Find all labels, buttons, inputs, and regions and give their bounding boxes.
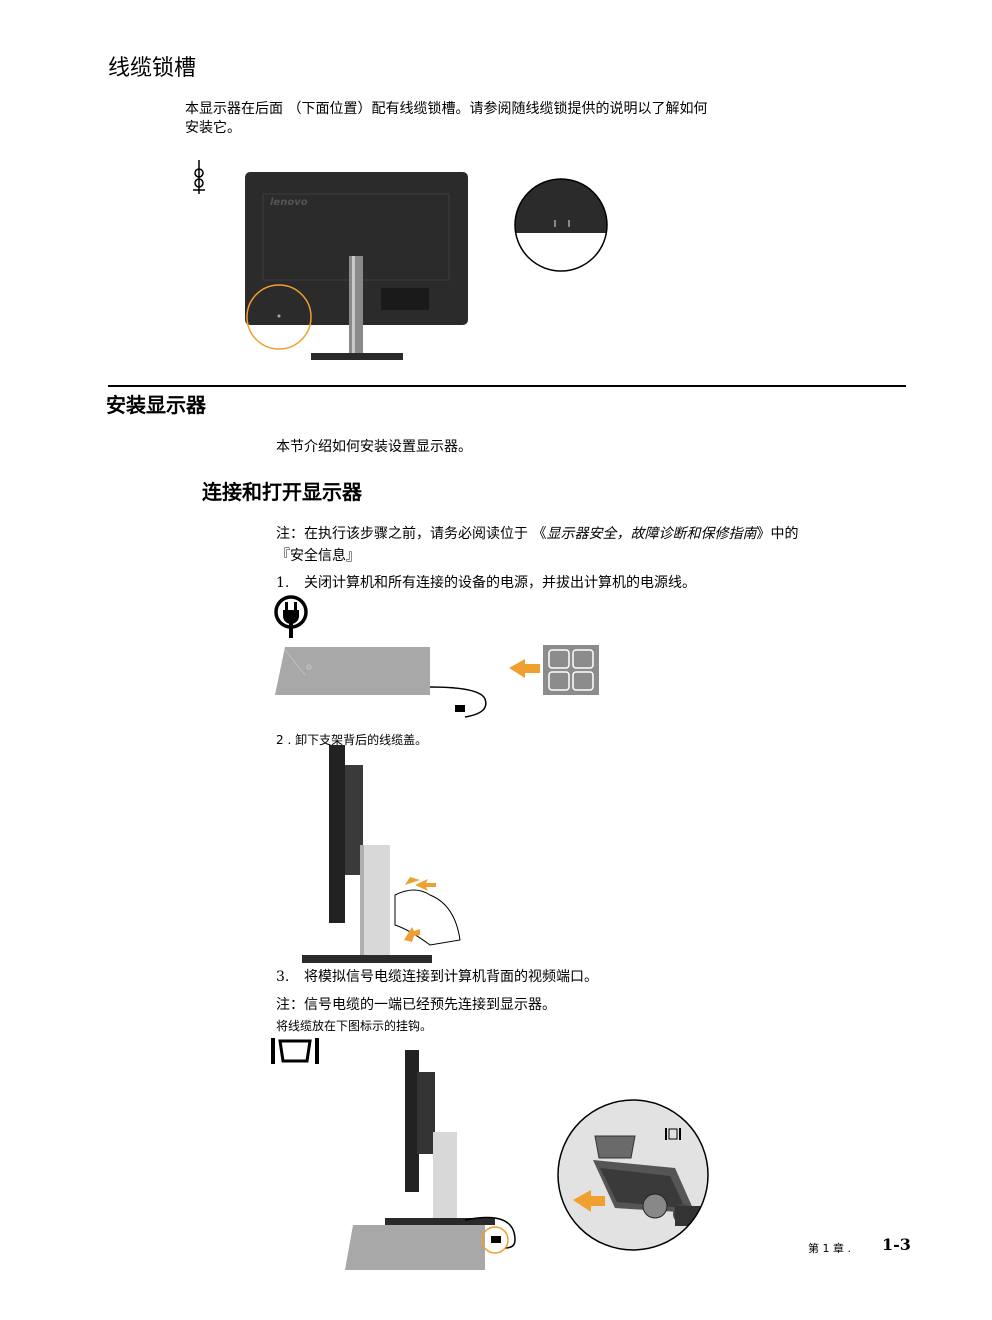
step-1-number: 1. — [276, 575, 290, 591]
safety-guide-title: 显示器安全，故障诊断和保修指南 — [546, 526, 757, 542]
step-1-text: 关闭计算机和所有连接的设备的电源，并拔出计算机的电源线。 — [304, 575, 696, 591]
step-3: 3. 将模拟信号电缆连接到计算机背面的视频端口。 — [276, 966, 598, 986]
step-3-text: 将模拟信号电缆连接到计算机背面的视频端口。 — [304, 969, 598, 985]
section-divider — [108, 385, 906, 387]
vga-port-icon — [271, 1038, 319, 1064]
lock-slot-zoom-illustration — [514, 178, 608, 272]
brand-logo: lenovo — [270, 197, 308, 208]
step-2-text: 2 . 卸下支架背后的线缆盖。 — [276, 733, 428, 747]
safety-info-label: 『安全信息』 — [276, 548, 360, 564]
vga-connector-zoom-illustration — [557, 1099, 709, 1251]
signal-cable-note: 注：信号电缆的一端已经预先连接到显示器。 — [276, 997, 556, 1013]
footer-chapter: 第 1 章 . — [808, 1242, 851, 1255]
power-unplug-illustration — [275, 645, 599, 718]
cable-lock-description: 本显示器在后面 （下面位置）配有线缆锁槽。请参阅随线缆锁提供的说明以了解如何 — [185, 101, 708, 117]
cable-lock-description-cont: 安装它。 — [185, 120, 241, 136]
subsection-title-connect: 连接和打开显示器 — [202, 480, 362, 504]
footer-page-number: 1-3 — [882, 1235, 911, 1254]
cable-cover-removal-illustration — [302, 745, 461, 963]
monitor-back-illustration: lenovo — [245, 172, 468, 360]
step-1: 1. 关闭计算机和所有连接的设备的电源，并拔出计算机的电源线。 — [276, 572, 696, 592]
cable-hook-instruction: 将线缆放在下图标示的挂钩。 — [276, 1019, 433, 1033]
step-3-number: 3. — [276, 969, 290, 985]
power-plug-icon — [274, 595, 308, 638]
safety-note-suffix: 》中的 — [756, 526, 799, 542]
safety-note: 注：在执行该步骤之前，请务必阅读位于 《显示器安全，故障诊断和保修指南》中的 『… — [276, 523, 906, 567]
safety-note-prefix: 注：在执行该步骤之前，请务必阅读位于 《 — [276, 526, 547, 542]
install-intro-text: 本节介绍如何安装设置显示器。 — [276, 439, 472, 455]
section-title-cable-lock: 线缆锁槽 — [108, 56, 197, 81]
section-title-install-monitor: 安装显示器 — [106, 393, 206, 417]
lock-slot-highlight-circle — [246, 284, 312, 350]
vga-connection-illustration — [345, 1050, 516, 1270]
kensington-lock-icon — [193, 160, 205, 194]
